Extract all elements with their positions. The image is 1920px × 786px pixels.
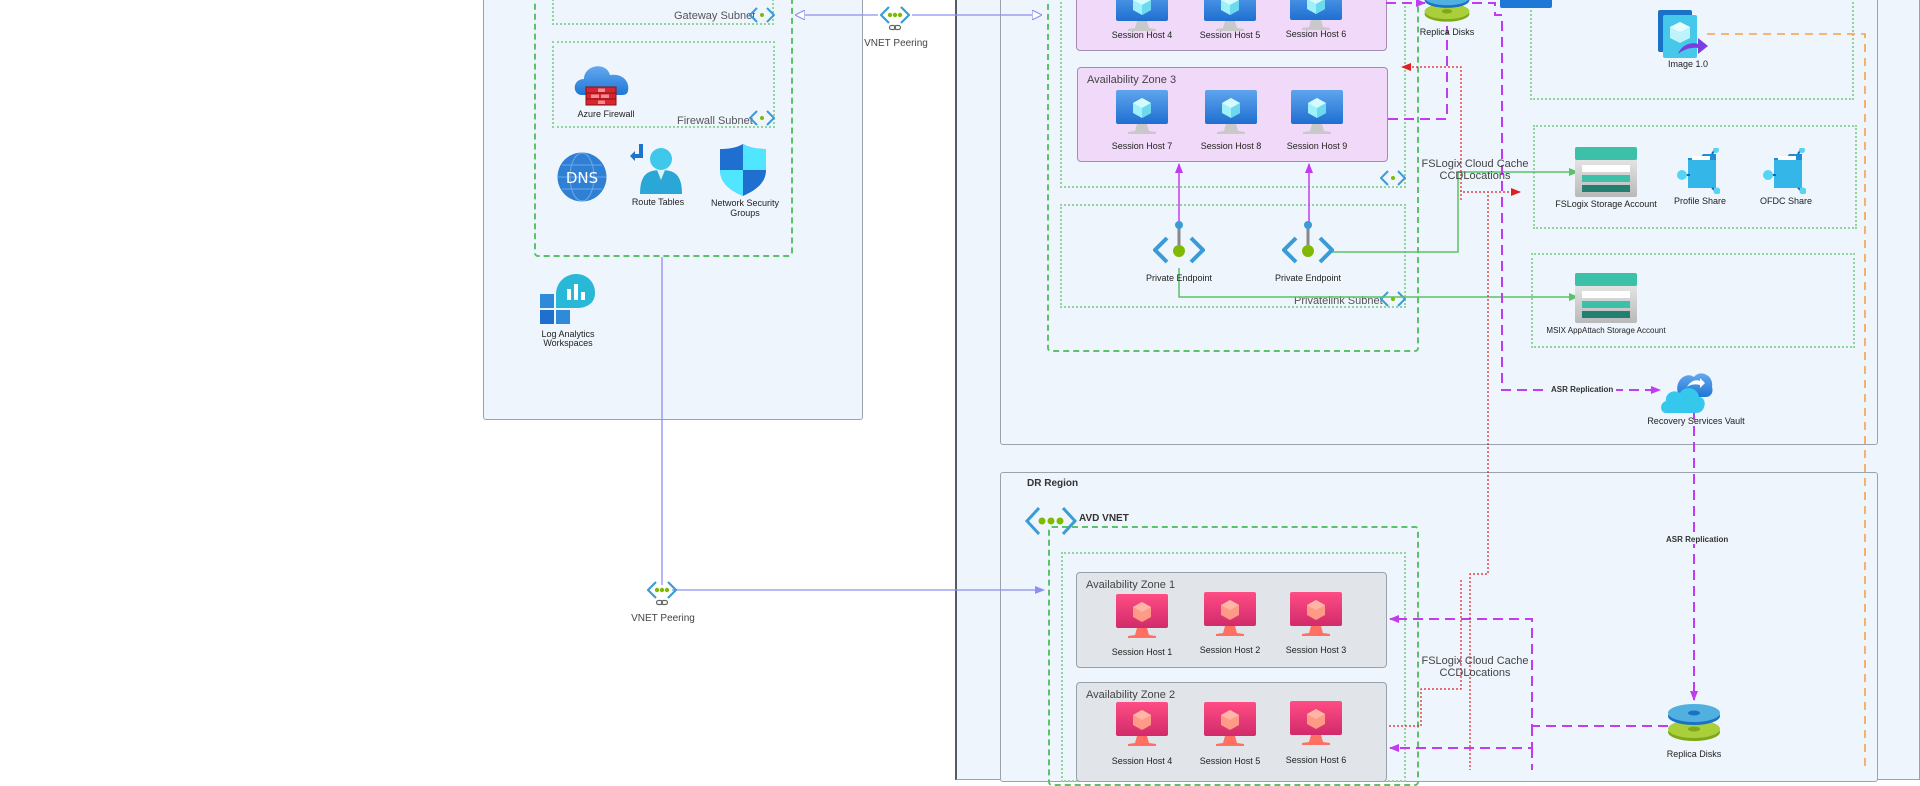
privatelink-subnet-label: Privatelink Subnet (1294, 295, 1383, 307)
dr-fslogix-cache-label-line1: FSLogix Cloud Cache (1421, 655, 1529, 667)
session-host-icon[interactable] (1290, 0, 1342, 30)
dns-icon[interactable]: DNS (557, 152, 607, 202)
dr-session-host-label: Session Host 6 (1285, 755, 1347, 765)
image-version-label: Image 1.0 (1667, 59, 1709, 69)
dr-replica-disks-icon[interactable] (1667, 702, 1721, 746)
connectors (661, 0, 1866, 770)
msix-subnet (1531, 253, 1855, 348)
fslogix-red-vertical-line (1469, 195, 1489, 770)
msix-storage-account-icon[interactable] (1575, 273, 1637, 323)
route-tables-icon[interactable] (630, 144, 682, 194)
azure-firewall-label: Azure Firewall (577, 109, 635, 119)
fslogix-subnet (1533, 125, 1857, 229)
ofdc-share-label: OFDC Share (1759, 196, 1813, 206)
dns-icon-text: DNS (566, 169, 598, 187)
bottom-vnet-peering-label: VNET Peering (631, 613, 695, 624)
dr-fslogix-cache-label-line2: CCDLocations (1439, 667, 1511, 679)
log-analytics-label-line2: Workspaces (543, 338, 593, 348)
fslogix-storage-account-icon[interactable] (1575, 147, 1637, 197)
image-replication-line (1707, 33, 1866, 770)
ofdc-share-icon[interactable] (1762, 148, 1806, 194)
fslogix-cache-label-line1: FSLogix Cloud Cache (1421, 158, 1529, 170)
session-host-label: Session Host 7 (1111, 141, 1173, 151)
top-vnet-peering-icon[interactable] (880, 6, 910, 32)
pe1-to-msix-line (1178, 268, 1579, 301)
hub-vnet-boundary (534, 0, 793, 257)
fslogix-cache-label-line2: CCDLocations (1439, 170, 1511, 182)
dr-replica-to-zone1-line (1389, 615, 1668, 727)
network-security-groups-icon[interactable] (720, 144, 766, 196)
route-tables-label: Route Tables (631, 197, 685, 207)
nsg-label-line2: Groups (730, 208, 760, 218)
fslogix-storage-account-label: FSLogix Storage Account (1555, 199, 1657, 209)
session-host-label: Session Host 8 (1200, 141, 1262, 151)
profile-share-icon[interactable] (1676, 148, 1720, 194)
log-analytics-icon[interactable] (540, 272, 595, 327)
dr-replica-disks-label: Replica Disks (1666, 749, 1722, 759)
session-host-label: Session Host 5 (1199, 30, 1261, 40)
log-analytics-label-line1: Log Analytics (541, 329, 595, 339)
session-host-icon[interactable] (1116, 90, 1168, 134)
dr-session-host-icon[interactable] (1290, 592, 1342, 636)
firewall-subnet-label: Firewall Subnet (677, 115, 753, 127)
asr-replication-label-primary: ASR Replication (1548, 385, 1617, 394)
recovery-services-vault-icon[interactable] (1660, 367, 1714, 413)
dr-session-host-label: Session Host 2 (1199, 645, 1261, 655)
dr-session-host-icon[interactable] (1116, 702, 1168, 746)
top-vnet-peering-label: VNET Peering (864, 38, 928, 49)
dr-session-host-icon[interactable] (1290, 701, 1342, 745)
session-host-icon[interactable] (1116, 0, 1168, 31)
dr-session-host-icon[interactable] (1116, 594, 1168, 638)
dr-session-host-icon[interactable] (1204, 702, 1256, 746)
private-endpoint-label: Private Endpoint (1145, 273, 1213, 283)
replica-disks-label: Replica Disks (1419, 27, 1475, 37)
zone-3-label: Availability Zone 3 (1087, 74, 1177, 86)
replica-disks-icon[interactable] (1420, 0, 1474, 26)
dr-region-label: DR Region (1027, 478, 1079, 489)
private-endpoint-icon[interactable] (1282, 221, 1334, 265)
zone3-to-replica-line (1388, 26, 1448, 120)
dr-zone-2-label: Availability Zone 2 (1086, 689, 1176, 701)
dr-session-host-label: Session Host 3 (1285, 645, 1347, 655)
session-host-icon[interactable] (1205, 90, 1257, 134)
session-host-icon[interactable] (1204, 0, 1256, 31)
private-endpoint-icon[interactable] (1153, 221, 1205, 265)
firewall-subnet (552, 41, 775, 128)
privatelink-subnet (1060, 204, 1406, 308)
profile-share-label: Profile Share (1673, 196, 1727, 206)
nsg-label-line1: Network Security (710, 198, 780, 208)
dr-zone-1-label: Availability Zone 1 (1086, 579, 1176, 591)
recovery-services-vault-label: Recovery Services Vault (1647, 416, 1745, 426)
gateway-subnet-label: Gateway Subnet (674, 10, 756, 22)
dr-to-zone2-line (1389, 726, 1533, 752)
replica-to-vault-line (1472, 2, 1661, 394)
private-endpoint-label: Private Endpoint (1274, 273, 1342, 283)
session-host-label: Session Host 4 (1111, 30, 1173, 40)
gateway-subnet (552, 0, 774, 25)
session-host-icon[interactable] (1291, 90, 1343, 134)
session-host-label: Session Host 9 (1286, 141, 1348, 151)
dr-session-host-label: Session Host 1 (1111, 647, 1173, 657)
azure-firewall-icon[interactable] (572, 57, 630, 106)
dr-vnet-label: AVD VNET (1079, 513, 1129, 524)
image-gallery-subnet (1530, 0, 1854, 100)
primary-avd-vnet (1047, 0, 1419, 352)
image-version-icon[interactable] (1658, 10, 1708, 58)
dr-fslogix-red-line (1387, 580, 1462, 727)
fslogix-red-to-storage-line (1460, 188, 1521, 196)
session-host-label: Session Host 6 (1285, 29, 1347, 39)
bottom-vnet-peering-icon[interactable] (647, 581, 677, 607)
dr-vnet-icon (1024, 506, 1078, 536)
asr-replication-label-dr: ASR Replication (1663, 535, 1732, 544)
hub-region (483, 0, 863, 420)
fslogix-red-to-zone-line (1401, 63, 1462, 200)
primary-host-subnet (1060, 0, 1406, 188)
compute-gallery-icon[interactable] (1500, 0, 1552, 8)
msix-storage-account-label: MSIX AppAttach Storage Account (1546, 326, 1666, 335)
pe2-to-fslogix-line (1330, 168, 1579, 253)
dr-session-host-icon[interactable] (1204, 592, 1256, 636)
dr-session-host-label: Session Host 5 (1199, 756, 1261, 766)
dr-session-host-label: Session Host 4 (1111, 756, 1173, 766)
